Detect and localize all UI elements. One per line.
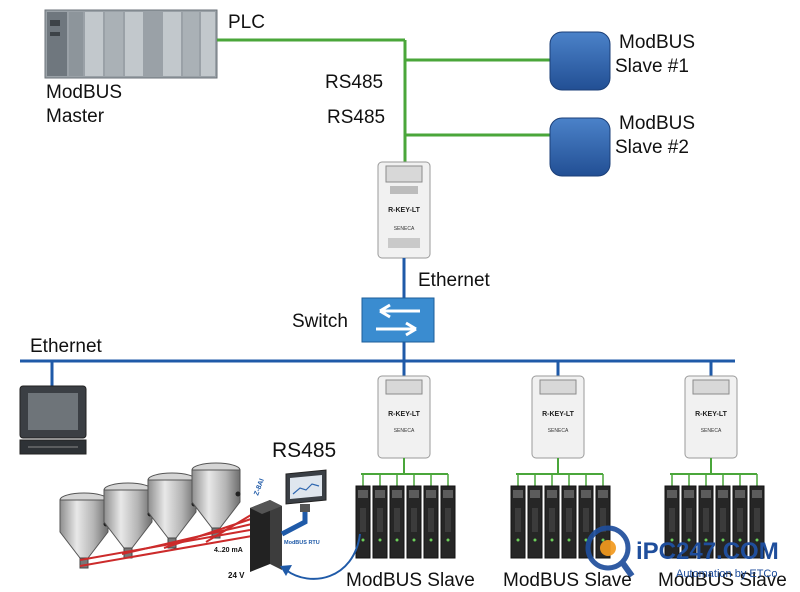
watermark-tagline: Automation by ETCo xyxy=(676,568,778,580)
link-arrow xyxy=(285,533,361,580)
ethernet-wiring xyxy=(20,258,735,386)
workstation-computer xyxy=(19,385,87,455)
modbus-slave-1-device xyxy=(549,31,611,91)
link-arrow-head xyxy=(280,565,292,576)
gateway-device-top: R-KEY-LT SENECA xyxy=(377,161,431,259)
slave-rack-2 xyxy=(510,458,611,559)
rs485-wiring xyxy=(217,38,555,162)
gateway-3-model: R-KEY-LT xyxy=(695,411,727,418)
slave-1-label-line1: ModBUS xyxy=(619,32,696,53)
slave-module-racks xyxy=(355,458,765,559)
slave-rack-3 xyxy=(664,458,765,559)
gateway-device-3: R-KEY-LT SENECA xyxy=(684,375,738,459)
silo-3 xyxy=(147,472,197,549)
silo-tanks xyxy=(59,462,241,569)
laptop-computer: ModBUS RTU xyxy=(280,469,327,546)
slave-group-2-label: ModBUS Slave xyxy=(503,570,632,591)
modbus-master-label-line1: ModBUS xyxy=(46,82,123,103)
gateway-2-brand: SENECA xyxy=(548,428,569,434)
converter-module: Z-8AI 4..20 mA 24 V xyxy=(214,478,282,580)
modbus-master-label-line2: Master xyxy=(46,106,105,127)
gateway-device-2: R-KEY-LT SENECA xyxy=(531,375,585,459)
ethernet-bus-label: Ethernet xyxy=(30,336,102,357)
slave-2-label-line1: ModBUS xyxy=(619,113,696,134)
watermark-logo xyxy=(585,525,635,578)
ethernet-gateway-label: Ethernet xyxy=(418,270,490,291)
silo-2 xyxy=(103,482,153,559)
gateway-3-brand: SENECA xyxy=(701,428,722,434)
rs485-field-label: RS485 xyxy=(272,439,337,462)
slave-group-1-label: ModBUS Slave xyxy=(346,570,475,591)
plc-label: PLC xyxy=(228,12,265,33)
power-label: 24 V xyxy=(228,571,245,580)
network-switch xyxy=(361,297,435,343)
watermark-brand: iPC247.COM xyxy=(636,538,779,565)
protocol-label: ModBUS RTU xyxy=(284,540,320,546)
gateway-1-brand: SENECA xyxy=(394,428,415,434)
gateway-device-1: R-KEY-LT SENECA xyxy=(377,375,431,459)
converter-label: Z-8AI xyxy=(253,478,266,497)
slave-group-3-label: ModBUS Slave xyxy=(658,570,787,591)
slave-rack-1 xyxy=(355,458,456,559)
sensor-wiring xyxy=(79,511,257,567)
switch-label: Switch xyxy=(292,311,348,332)
silo-1 xyxy=(59,492,109,569)
slave-1-label-line2: Slave #1 xyxy=(615,56,689,77)
gateway-top-model: R-KEY-LT xyxy=(388,207,420,214)
gateway-2-model: R-KEY-LT xyxy=(542,411,574,418)
slave-2-label-line2: Slave #2 xyxy=(615,137,689,158)
gateway-1-model: R-KEY-LT xyxy=(388,411,420,418)
rs485-label-second: RS485 xyxy=(327,107,386,128)
rs485-label-top: RS485 xyxy=(325,72,384,93)
signal-label: 4..20 mA xyxy=(214,547,243,554)
modbus-slave-2-device xyxy=(549,117,611,177)
plc-rack xyxy=(44,9,218,79)
gateway-top-brand: SENECA xyxy=(394,226,415,232)
